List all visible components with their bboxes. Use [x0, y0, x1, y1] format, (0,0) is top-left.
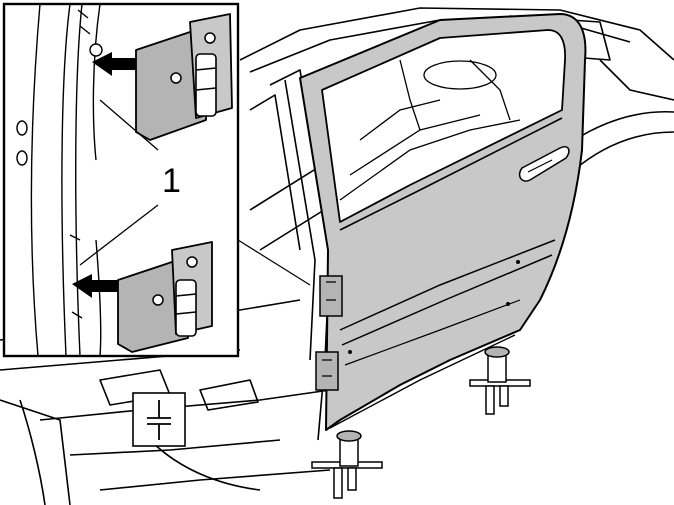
pillar-hinge-lower — [315, 351, 339, 391]
arrow-icon — [89, 43, 136, 76]
hinge-icon — [135, 13, 233, 141]
capacitor-symbol-icon — [132, 392, 186, 447]
leader-line — [237, 239, 311, 286]
pillar-hinge-upper — [319, 275, 343, 317]
door-support-stand-icon — [469, 346, 531, 415]
hinge-detail-inset: 1 — [2, 2, 240, 358]
callout-leader-upper — [99, 99, 159, 151]
callout-number: 1 — [162, 162, 181, 200]
door-support-stand-icon — [311, 430, 383, 499]
rear-door — [299, 13, 587, 431]
hinge-icon — [117, 241, 213, 353]
callout-leader-lower — [79, 204, 159, 266]
arrow-icon — [72, 274, 118, 298]
